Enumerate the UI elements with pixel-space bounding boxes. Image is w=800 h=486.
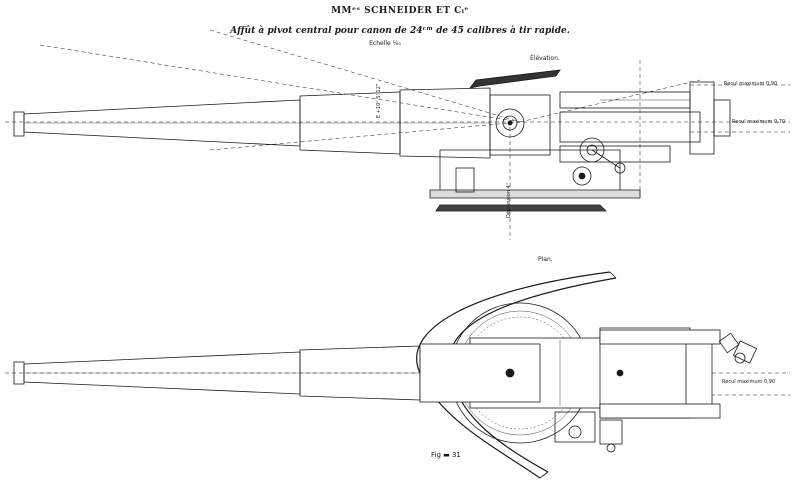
figure-number: Fig ▬ 31 bbox=[431, 451, 461, 459]
elevation-angle-annotation: E +10° 5' 12" bbox=[376, 83, 382, 118]
elevation-shield-roof bbox=[469, 69, 561, 89]
plan-view-label: Plan. bbox=[538, 256, 553, 263]
elevation-carriage bbox=[429, 94, 641, 212]
elevation-recoil-assembly bbox=[559, 81, 731, 163]
plan-view bbox=[5, 271, 790, 479]
plan-sight-mount bbox=[718, 332, 758, 364]
elevation-dashed-lines bbox=[5, 29, 790, 240]
recoil-max-annotation-elevation: Recul maximum 0,90 bbox=[724, 81, 778, 87]
elevation-elevating-gear bbox=[572, 137, 626, 186]
plan-barrel bbox=[13, 345, 421, 401]
plate-maker-title: MMᵉˢ SCHNEIDER ET Cᵢᵉ bbox=[331, 6, 469, 16]
recoil-max-annotation-plan: Recul maximum 0,90 bbox=[722, 379, 776, 385]
recoil-short-annotation: Recul maximum 0,70 bbox=[732, 119, 786, 125]
plan-carriage bbox=[419, 327, 721, 419]
elevation-barrel bbox=[13, 87, 491, 159]
elevation-view-label: Élévation. bbox=[530, 55, 560, 62]
depression-annotation: Dépression 4° bbox=[506, 182, 512, 218]
elevation-view bbox=[5, 29, 790, 240]
plan-traversing-gear bbox=[554, 411, 623, 453]
plate-subtitle: Affût à pivot central pour canon de 24ᶜᵐ… bbox=[230, 26, 570, 36]
plate-scale-note: Echelle ¹⁄₆₀ bbox=[369, 40, 401, 47]
